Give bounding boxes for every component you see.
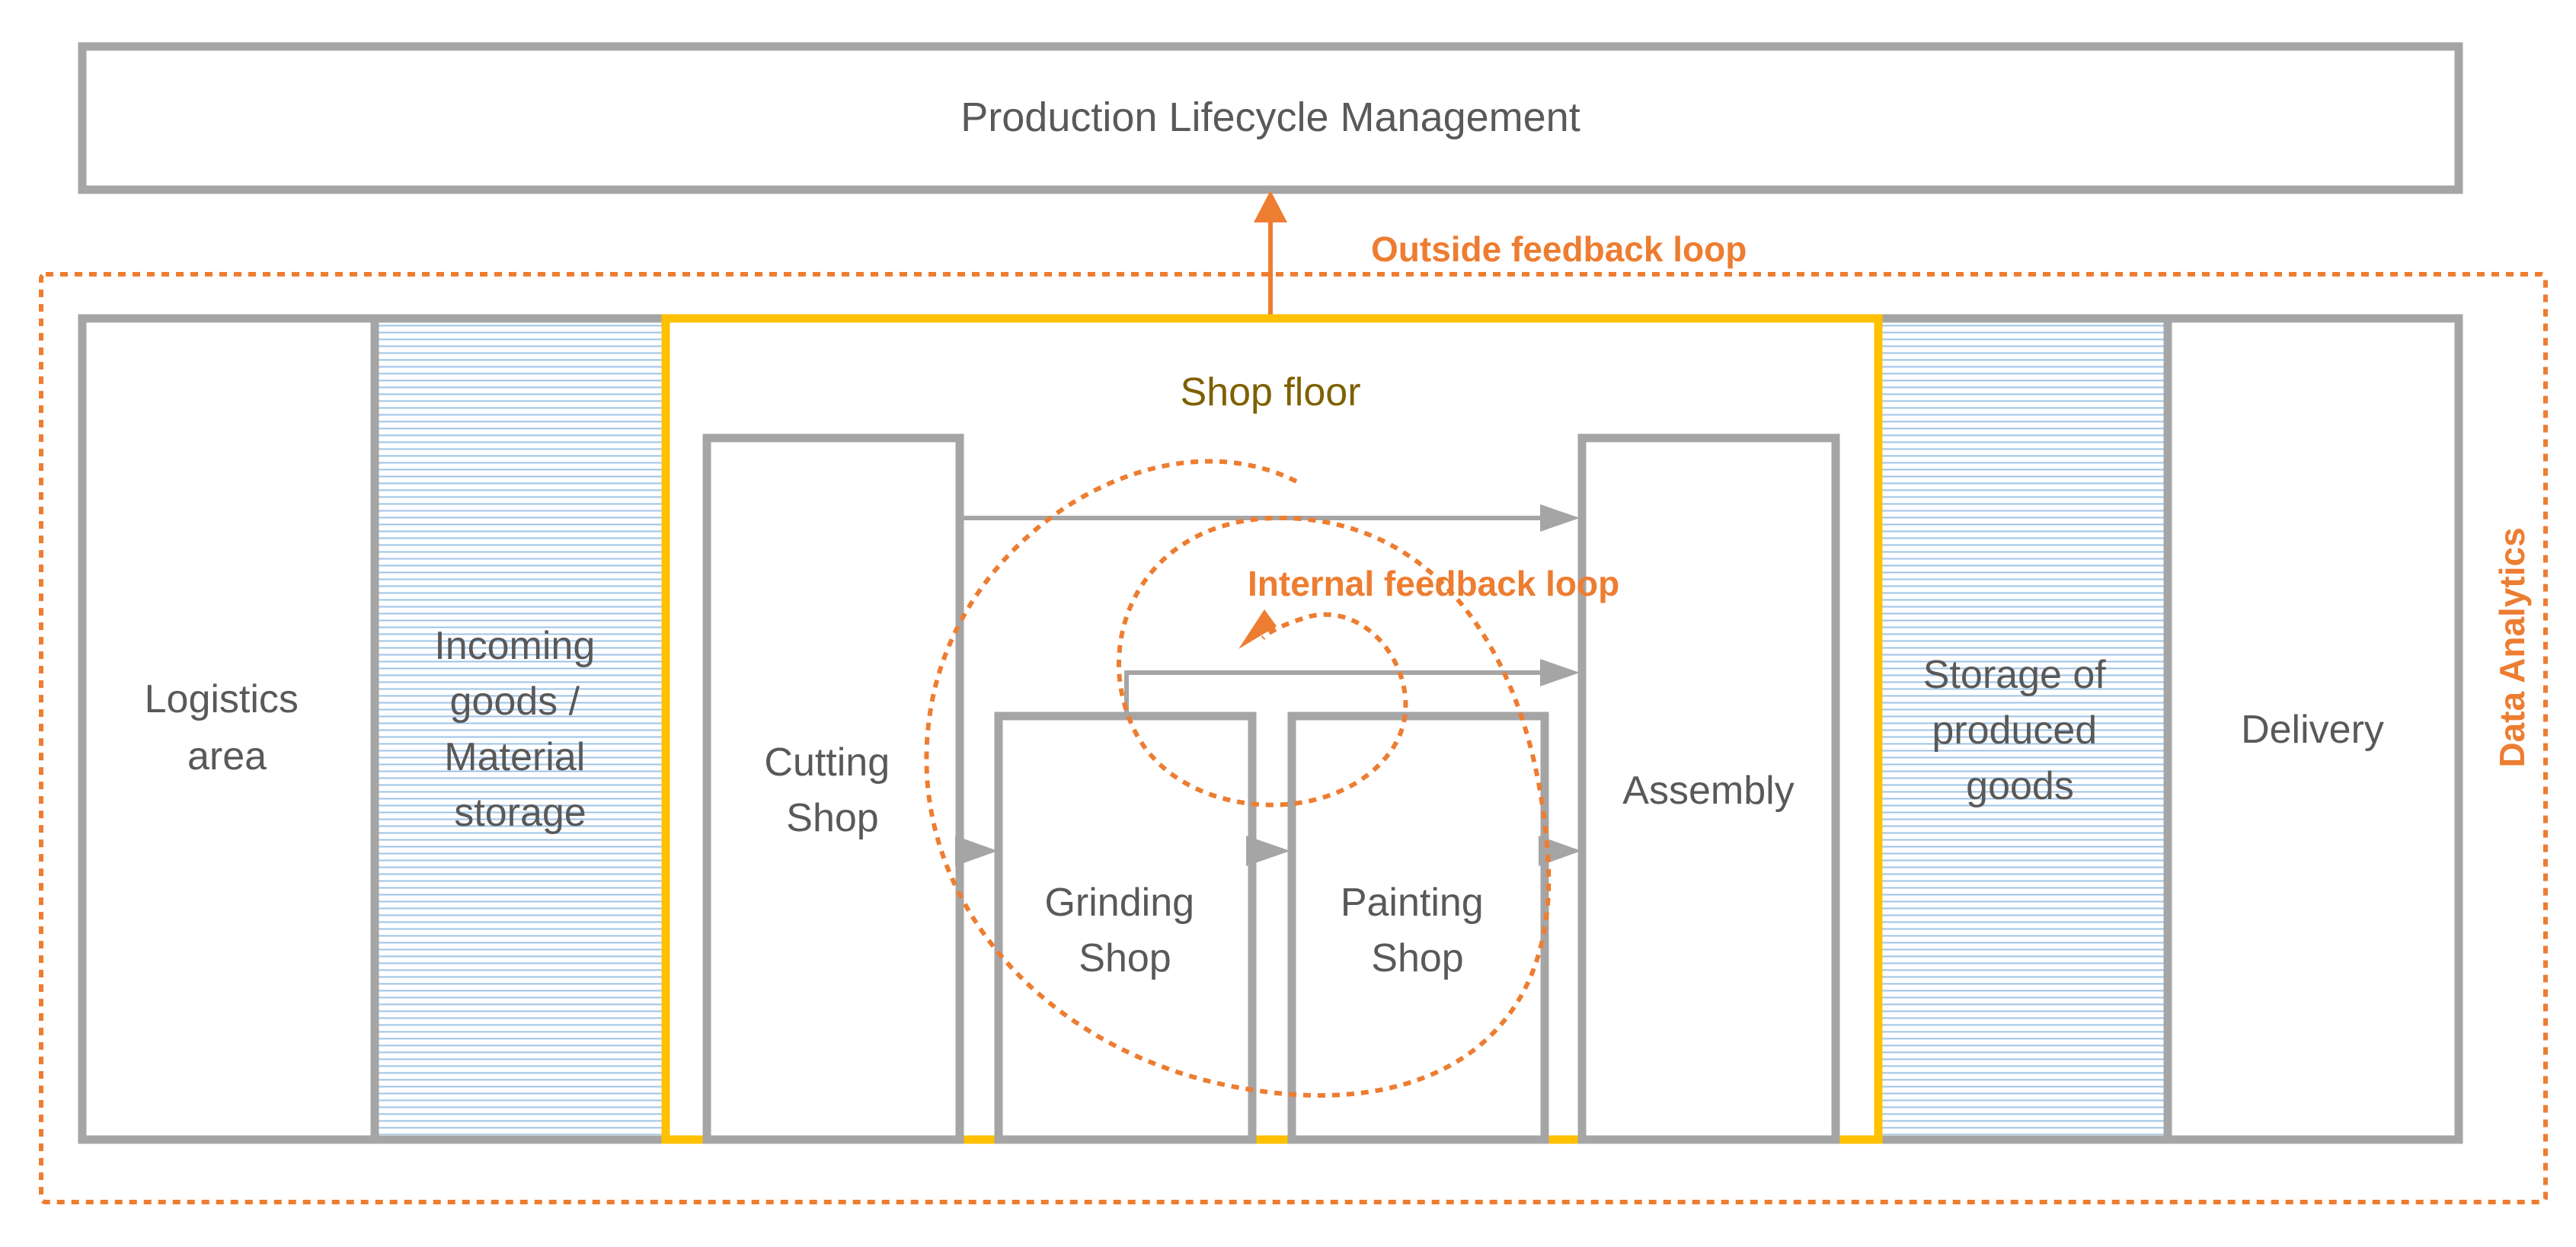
assembly-label: Assembly (1622, 769, 1794, 813)
incoming-label-2: goods / (449, 679, 580, 724)
data-analytics-frame (39, 272, 2548, 1204)
grinding-shop[interactable]: Grinding Shop (994, 711, 1257, 1144)
incoming-label-1: Incoming (434, 624, 595, 668)
logistics-label-1: Logistics (145, 677, 299, 721)
svg-text:Grinding Shop: Grinding Shop (1044, 881, 1205, 980)
svg-text:Incoming goods / M: Incoming goods / Material storage (434, 624, 606, 835)
data-analytics-label: Data Analytics (2492, 527, 2532, 767)
outside-feedback-label: Outside feedback loop (1371, 229, 1747, 269)
cutting-label-1: Cutting (764, 740, 890, 785)
flow-arrow-cutting-to-grinding (955, 836, 998, 866)
painting-shop[interactable]: Painting Shop (1287, 711, 1549, 1144)
incoming-label-4: storage (454, 791, 586, 835)
delivery-label: Delivery (2241, 708, 2384, 752)
delivery-area[interactable]: Delivery (2241, 708, 2384, 752)
internal-feedback-label: Internal feedback loop (1248, 564, 1619, 603)
svg-text:Cutting Shop: Cutting Shop (764, 740, 900, 840)
svg-text:Storage of produced: Storage of produced goods (1923, 653, 2117, 808)
grinding-label-1: Grinding (1044, 881, 1194, 925)
cutting-label-2: Shop (786, 796, 878, 840)
storage-label-1: Storage of (1923, 653, 2106, 697)
painting-label-2: Shop (1371, 936, 1463, 980)
incoming-goods-area[interactable]: Incoming goods / Material storage (370, 318, 666, 1140)
shop-floor-label: Shop floor (1180, 370, 1360, 414)
flow-arrow-grinding-to-painting (1246, 836, 1290, 866)
incoming-label-3: Material (444, 735, 585, 779)
cutting-shop[interactable]: Cutting Shop (702, 433, 964, 1144)
storage-produced-area[interactable]: Storage of produced goods (1878, 318, 2172, 1140)
plm-box[interactable]: Production Lifecycle Management (78, 42, 2463, 194)
svg-text:Painting Shop: Painting Shop (1341, 881, 1494, 980)
outside-feedback-arrow (1254, 190, 1287, 318)
storage-label-2: produced (1932, 708, 2097, 753)
logistics-area[interactable]: Logistics area (145, 677, 310, 779)
assembly[interactable]: Assembly (1577, 433, 1840, 1144)
svg-text:Logistics area: Logistics area (145, 677, 310, 779)
grinding-label-2: Shop (1079, 936, 1171, 980)
storage-label-3: goods (1966, 764, 2074, 808)
internal-feedback-spiral (924, 459, 1552, 1098)
logistics-label-2: area (187, 734, 267, 779)
internal-feedback-arrowhead (1238, 609, 1277, 649)
painting-label-1: Painting (1341, 881, 1484, 925)
plm-title: Production Lifecycle Management (960, 94, 1580, 140)
